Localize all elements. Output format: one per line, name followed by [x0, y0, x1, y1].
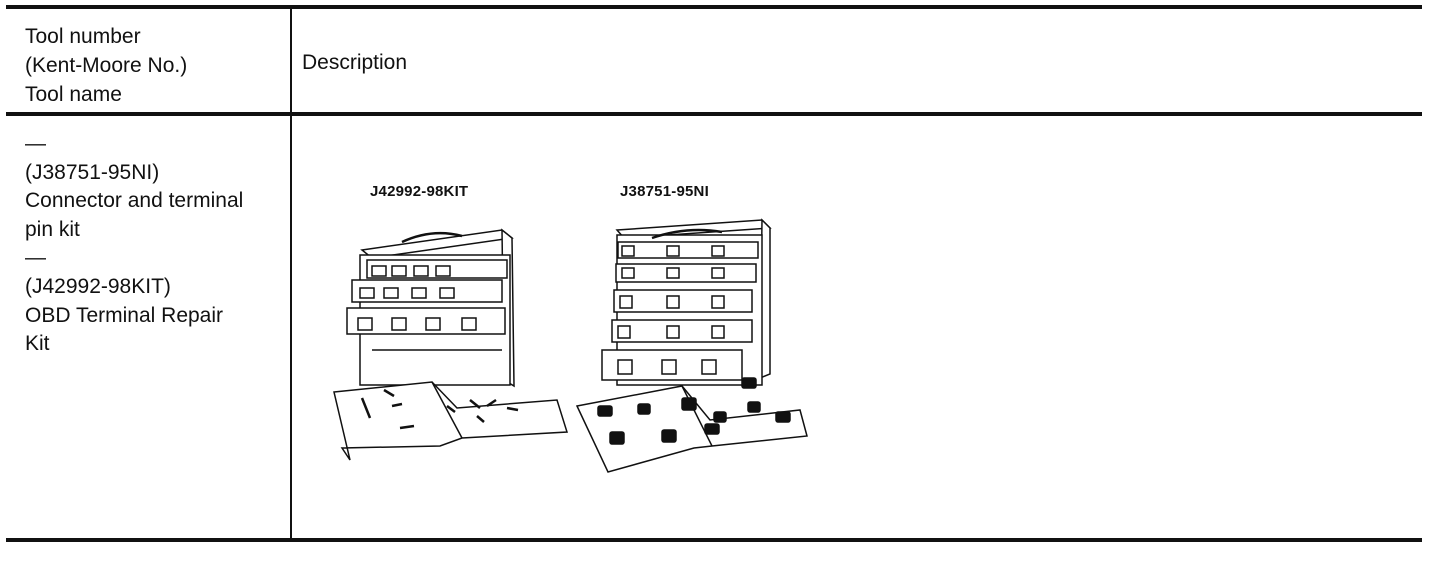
column-divider — [290, 9, 292, 540]
table-header-rule — [6, 112, 1422, 116]
figure-label-kit-1: J42992-98KIT — [370, 183, 469, 200]
header-line-tool-number: Tool number — [25, 25, 141, 48]
tool-number-2: (J42992-98KIT) — [25, 274, 171, 298]
table-top-rule — [6, 5, 1422, 9]
cabinet-kit-1 — [346, 228, 515, 388]
header-line-tool-name: Tool name — [25, 83, 122, 106]
header-description: Description — [302, 51, 408, 74]
cabinet-kit-2 — [601, 218, 772, 386]
tool-name-2-line2: Kit — [25, 332, 50, 356]
table-bottom-rule — [6, 538, 1422, 542]
tray-kit-2 — [575, 377, 808, 473]
tool-name-1-line1: Connector and terminal — [25, 189, 244, 213]
figure-label-kit-2: J38751-95NI — [620, 183, 709, 200]
dash-2: — — [25, 246, 46, 270]
header-line-kent-moore: (Kent-Moore No.) — [25, 54, 188, 77]
tool-number-1: (J38751-95NI) — [25, 160, 160, 184]
header-tool-column: Tool number (Kent-Moore No.) Tool name — [25, 22, 187, 109]
tool-info-cell: — (J38751-95NI) Connector and terminal p… — [25, 130, 285, 359]
tool-kits-illustration — [333, 218, 808, 473]
tool-name-2-line1: OBD Terminal Repair — [25, 303, 224, 327]
tool-name-1-line2: pin kit — [25, 217, 80, 241]
tray-kit-1 — [333, 381, 569, 461]
dash-1: — — [25, 132, 46, 155]
